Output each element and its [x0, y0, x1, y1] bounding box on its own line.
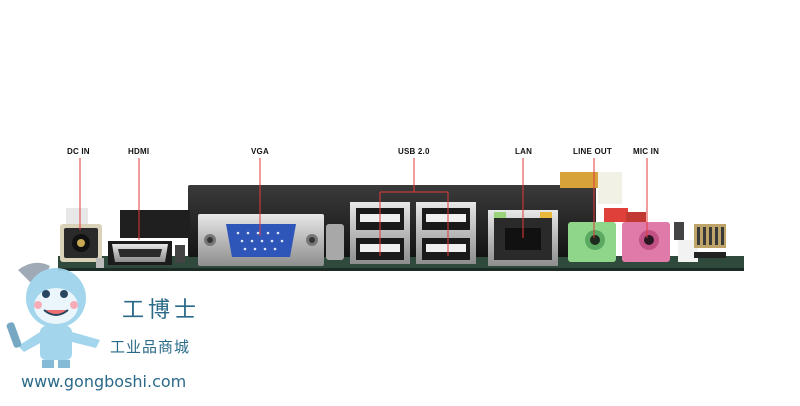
hdmi-label: HDMI	[128, 147, 150, 156]
mic-in-label: MIC IN	[633, 147, 660, 156]
vga-port	[198, 214, 324, 266]
brand-url: www.gongboshi.com	[21, 372, 187, 391]
vga-label: VGA	[251, 147, 269, 156]
dc-in-port	[60, 208, 104, 268]
line-out-label: LINE OUT	[573, 147, 612, 156]
mascot-logo	[6, 262, 100, 368]
usb-port-stack-2	[416, 202, 476, 264]
usb-label: USB 2.0	[398, 147, 430, 156]
dc-in-label: DC IN	[67, 147, 90, 156]
leader-lines	[79, 158, 648, 256]
line-out-port	[568, 222, 616, 262]
brand-chinese-name: 工博士	[122, 298, 201, 323]
mic-in-port	[622, 222, 670, 262]
pin-header	[674, 222, 726, 262]
lan-label: LAN	[515, 147, 533, 156]
brand-tagline: 工业品商城	[110, 338, 191, 356]
hdmi-port	[108, 241, 185, 265]
